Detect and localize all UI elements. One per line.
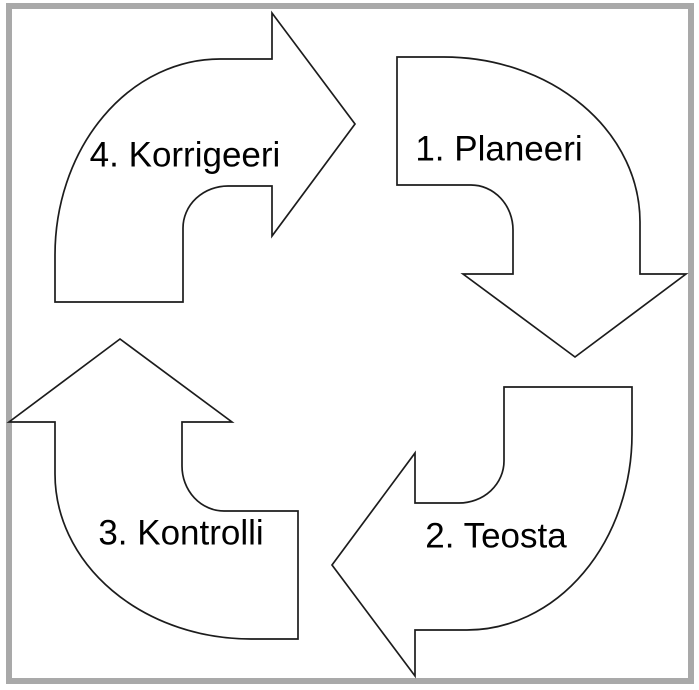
step-label-korrigeeri: 4. Korrigeeri <box>89 135 281 175</box>
page-border-frame <box>6 3 694 684</box>
arrow-kontrolli-up <box>6 337 299 640</box>
arrow-teosta-left <box>330 386 633 679</box>
step-label-kontrolli: 3. Kontrolli <box>98 513 264 553</box>
step-label-planeeri: 1. Planeeri <box>415 129 583 169</box>
arrow-planeeri-down <box>396 56 689 359</box>
arrow-korrigeeri-right <box>54 10 357 303</box>
step-label-teosta: 2. Teosta <box>425 516 567 556</box>
